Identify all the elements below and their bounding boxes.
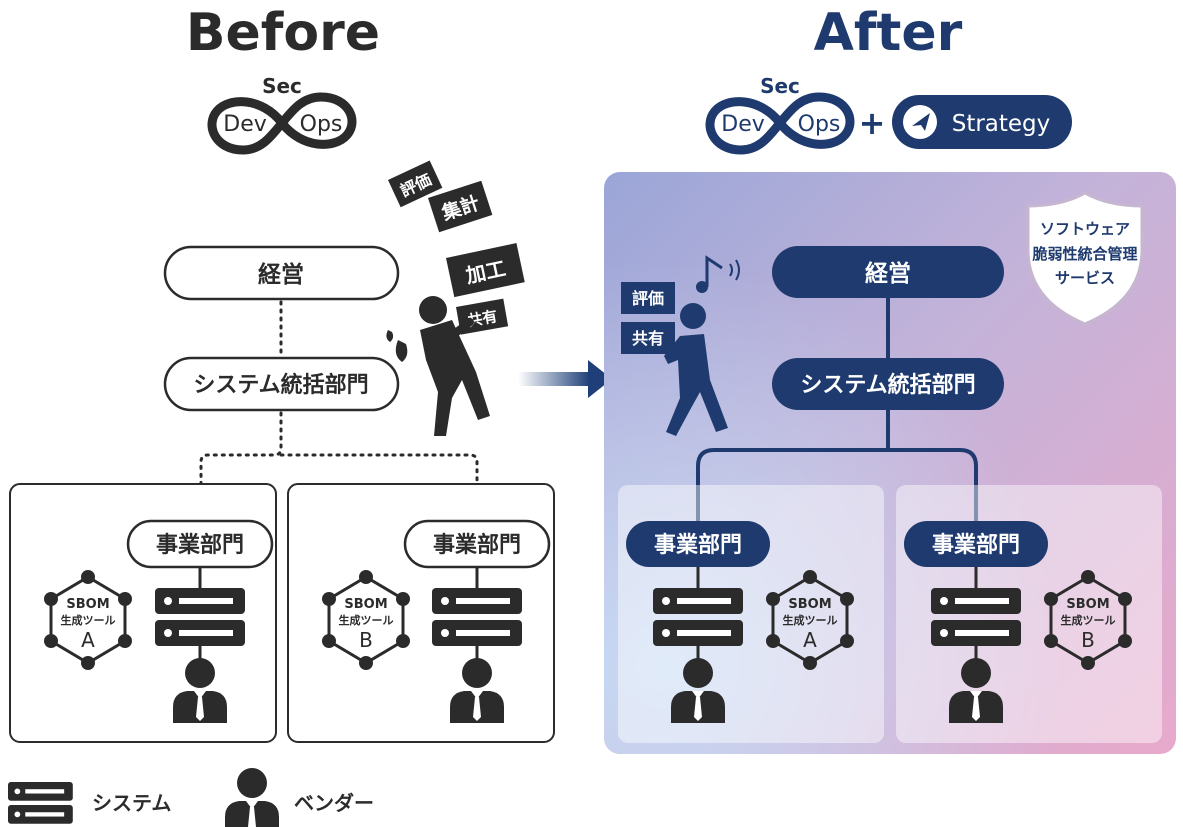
before-management-box <box>163 245 400 301</box>
legend-vendor-label: ベンダー <box>294 791 374 815</box>
service-shield-badge: ソフトウェア 脆弱性統合管理 サービス <box>1026 191 1144 326</box>
task-card <box>446 243 525 298</box>
legend: システム ベンダー <box>8 768 374 827</box>
svg-text:生成ツール: 生成ツール <box>339 613 394 627</box>
legend-system-label: システム <box>92 791 171 815</box>
unit-label-box <box>904 521 1048 567</box>
unit-label: 事業部門 <box>156 532 244 558</box>
svg-text:共有: 共有 <box>466 307 499 330</box>
after-title: After <box>814 3 963 63</box>
after-system-dept-box <box>772 358 1004 410</box>
logo-ops-label: Ops <box>300 112 343 137</box>
music-note-icon <box>696 255 740 293</box>
vendor-icon <box>225 768 279 827</box>
after-management-box <box>772 246 1004 298</box>
unit-label: 事業部門 <box>654 532 742 558</box>
svg-text:A: A <box>803 628 817 652</box>
svg-text:サービス: サービス <box>1055 269 1115 287</box>
before-title: Before <box>186 3 380 63</box>
before-system-dept-label: システム統括部門 <box>193 372 368 398</box>
svg-text:SBOM: SBOM <box>788 597 831 612</box>
svg-text:脆弱性統合管理: 脆弱性統合管理 <box>1032 245 1137 263</box>
unit-label-box <box>626 521 770 567</box>
svg-text:A: A <box>81 628 95 652</box>
server-icon <box>8 782 73 824</box>
task-card <box>388 160 443 208</box>
transition-arrow <box>518 360 612 398</box>
relaxed-worker: 評価 共有 <box>621 255 740 436</box>
svg-text:B: B <box>1081 628 1095 652</box>
overloaded-worker: 評価 集計 加工 共有 <box>386 160 525 436</box>
svg-text:SBOM: SBOM <box>1066 597 1109 612</box>
svg-text:生成ツール: 生成ツール <box>783 613 838 627</box>
after-management-label: 経営 <box>865 260 911 287</box>
after-system-dept-label: システム統括部門 <box>800 372 975 398</box>
sbom-tool-icon: SBOM 生成ツール B <box>322 570 410 670</box>
devsecops-logo: Sec Dev Ops <box>207 74 357 155</box>
svg-text:生成ツール: 生成ツール <box>61 613 116 627</box>
before-system-dept-box <box>163 356 400 412</box>
svg-text:Sec: Sec <box>760 74 800 98</box>
svg-text:SBOM: SBOM <box>344 597 387 612</box>
after-connector <box>696 410 978 530</box>
svg-text:Dev: Dev <box>721 112 765 137</box>
after-unit-a: 事業部門 SBOM 生成ツール A <box>618 485 884 743</box>
svg-text:Ops: Ops <box>798 112 841 137</box>
svg-text:共有: 共有 <box>632 329 664 348</box>
task-card <box>621 322 675 354</box>
devsecops-logo: Sec Dev Ops <box>705 74 855 155</box>
before-unit-a: 事業部門 SBOM 生成ツール A <box>9 483 277 743</box>
svg-text:生成ツール: 生成ツール <box>1061 613 1116 627</box>
before-management-label: 経営 <box>258 261 304 288</box>
sbom-tool-icon: SBOM 生成ツール A <box>44 570 132 670</box>
sbom-tool-icon: SBOM 生成ツール A <box>766 570 854 670</box>
dotted-connector <box>199 411 479 522</box>
svg-text:Strategy: Strategy <box>952 111 1051 137</box>
svg-text:B: B <box>359 628 373 652</box>
svg-text:評価: 評価 <box>632 289 664 308</box>
navigation-icon <box>912 113 930 131</box>
unit-label: 事業部門 <box>433 532 521 558</box>
svg-text:SBOM: SBOM <box>66 597 109 612</box>
task-card <box>621 282 675 314</box>
logo-dev-label: Dev <box>223 112 267 137</box>
task-card <box>428 180 493 233</box>
sbom-tool-icon: SBOM 生成ツール B <box>1044 570 1132 670</box>
svg-text:ソフトウェア: ソフトウェア <box>1040 220 1130 238</box>
plus-sign: + <box>859 104 886 142</box>
unit-label: 事業部門 <box>932 532 1020 558</box>
logo-sec-label: Sec <box>262 74 302 98</box>
before-unit-b: 事業部門 SBOM 生成ツール B <box>287 483 555 743</box>
after-unit-b: 事業部門 SBOM 生成ツール B <box>896 485 1162 743</box>
strategy-badge: Strategy <box>892 95 1072 149</box>
